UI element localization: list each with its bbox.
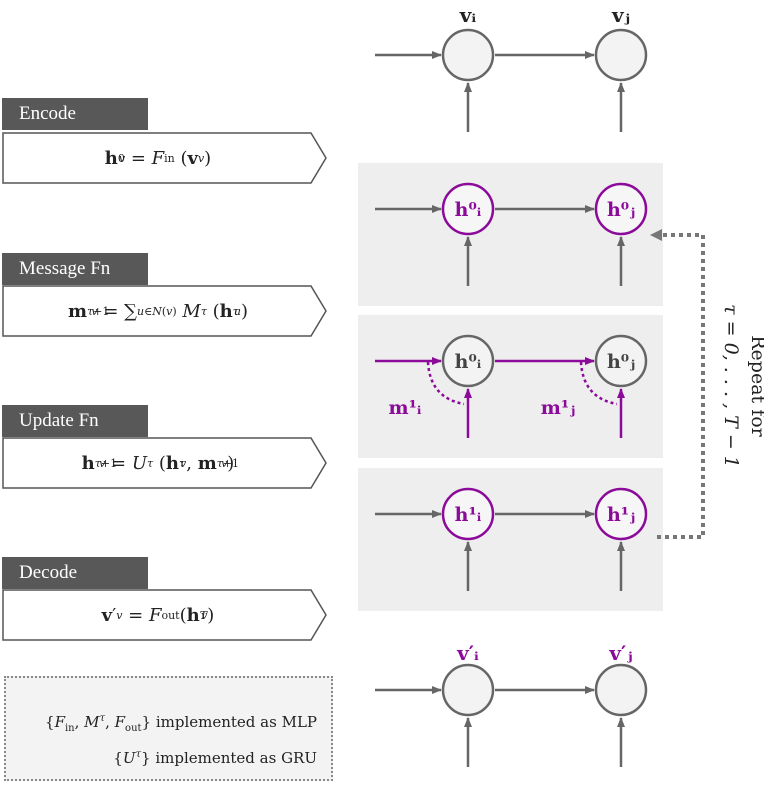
node-output-i (441, 663, 495, 717)
label-output-i: v′ᵢ (456, 641, 479, 665)
node-hidden0-i (441, 182, 495, 236)
encode-tab: Encode (2, 98, 148, 130)
label-message-node-j: h⁰ⱼ (607, 351, 635, 373)
label-hidden1-j: h¹ⱼ (607, 504, 635, 526)
label-message-j: m¹ⱼ (541, 397, 575, 419)
label-hidden0-j: h⁰ⱼ (607, 199, 635, 221)
node-output-j (594, 663, 648, 717)
note-line-gru: {Uτ} implemented as GRU (113, 749, 317, 767)
update-fn-tab: Update Fn (2, 405, 148, 437)
node-message-i (441, 334, 495, 388)
label-output-j: v′ⱼ (608, 641, 632, 665)
label-input-i: vᵢ (459, 3, 477, 27)
node-input-i (441, 28, 495, 82)
repeat-label-line1: Repeat for (747, 335, 764, 437)
repeat-loop-arrow (657, 233, 705, 539)
note-line-mlp: {Fin, Mτ, Fout} implemented as MLP (45, 713, 317, 734)
label-hidden0-i: h⁰ᵢ (455, 199, 482, 221)
node-message-j (594, 334, 648, 388)
message-fn-tab: Message Fn (2, 253, 148, 285)
label-hidden1-i: h¹ᵢ (455, 504, 482, 526)
repeat-label-line2: τ = 0, . . . , T − 1 (720, 304, 742, 468)
node-hidden0-j (594, 182, 648, 236)
label-message-node-i: h⁰ᵢ (455, 351, 482, 373)
label-input-j: vⱼ (611, 3, 630, 27)
node-hidden1-j (594, 487, 648, 541)
node-hidden1-i (441, 487, 495, 541)
label-message-i: m¹ᵢ (389, 397, 422, 419)
decode-tab: Decode (2, 557, 148, 589)
node-input-j (594, 28, 648, 82)
implementation-note: {Fin, Mτ, Fout} implemented as MLP {Uτ} … (4, 676, 333, 781)
